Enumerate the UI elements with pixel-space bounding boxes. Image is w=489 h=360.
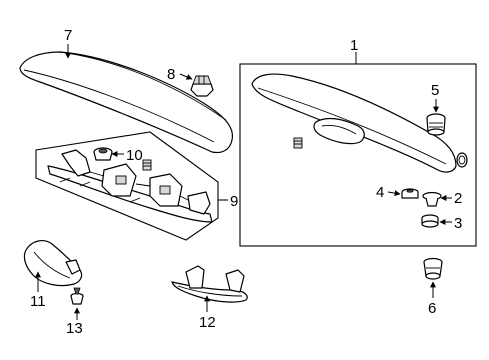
callout-label-4: 4 bbox=[376, 184, 384, 201]
callout-11: 11 bbox=[30, 271, 46, 310]
callout-label-7: 7 bbox=[64, 27, 72, 44]
bracket-assembly-part-9 bbox=[47, 149, 213, 223]
spoiler-assembly-part-1 bbox=[251, 73, 468, 173]
callout-label-13: 13 bbox=[66, 320, 83, 337]
end-cap-part-11 bbox=[23, 240, 83, 287]
grommet-part-3 bbox=[421, 214, 439, 228]
clip-part-8 bbox=[190, 75, 214, 97]
callout-1: 1 bbox=[350, 37, 358, 54]
callout-label-9: 9 bbox=[230, 193, 238, 210]
callout-label-8: 8 bbox=[167, 66, 175, 83]
bracket-assembly-frame bbox=[35, 131, 228, 241]
small-stud bbox=[142, 159, 152, 171]
callout-12: 12 bbox=[199, 295, 216, 331]
callout-3: 3 bbox=[439, 215, 462, 232]
callout-2: 2 bbox=[440, 190, 462, 207]
callout-label-12: 12 bbox=[199, 314, 216, 331]
clip-part-2 bbox=[422, 191, 442, 207]
callout-label-3: 3 bbox=[454, 215, 462, 232]
callout-label-6: 6 bbox=[428, 300, 436, 317]
callout-label-5: 5 bbox=[431, 82, 439, 99]
side-piece-part-12 bbox=[171, 265, 248, 303]
clip-part-13 bbox=[70, 287, 84, 305]
callout-label-2: 2 bbox=[454, 190, 462, 207]
grommet-part-10 bbox=[93, 147, 113, 161]
callout-8: 8 bbox=[167, 66, 193, 83]
callout-7: 7 bbox=[64, 27, 72, 59]
callout-5: 5 bbox=[431, 82, 439, 113]
callout-label-11: 11 bbox=[30, 293, 46, 310]
callout-label-10: 10 bbox=[126, 147, 143, 164]
callout-10: 10 bbox=[111, 147, 143, 164]
callout-label-1: 1 bbox=[350, 37, 358, 54]
nut-part-4 bbox=[401, 188, 419, 199]
callout-13: 13 bbox=[66, 307, 83, 337]
grommet-part-5 bbox=[426, 113, 446, 136]
callout-4: 4 bbox=[376, 184, 401, 201]
spoiler-upper bbox=[19, 51, 233, 154]
spoiler-assembly-frame bbox=[239, 52, 477, 247]
callout-6: 6 bbox=[428, 281, 436, 317]
bumper-part-6 bbox=[423, 257, 443, 280]
callout-9: 9 bbox=[230, 193, 238, 210]
